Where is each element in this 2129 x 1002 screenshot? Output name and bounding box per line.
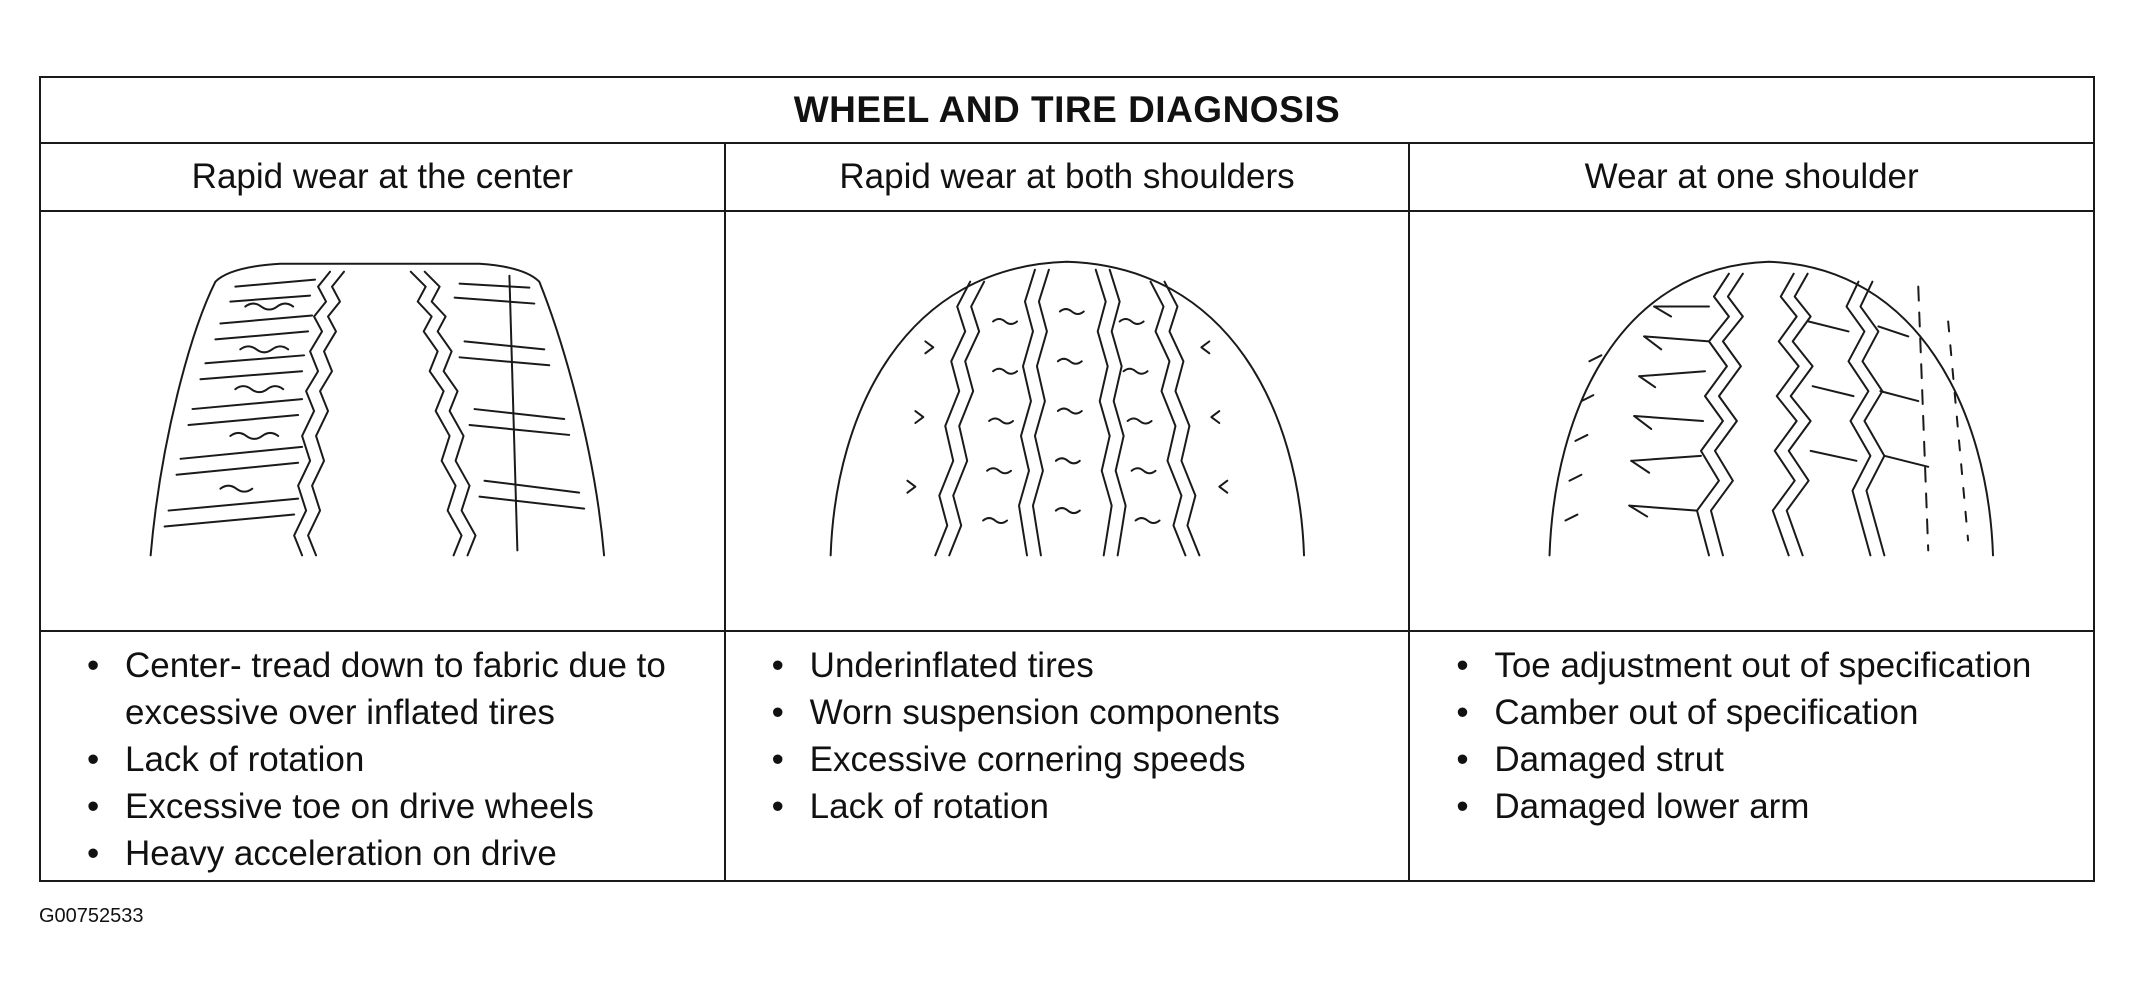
bullet-icon: • <box>771 693 784 732</box>
causes-row: •Center- tread down to fabric due to exc… <box>41 632 2093 880</box>
bullet-icon: • <box>87 740 100 779</box>
causes-cell-shoulders: •Underinflated tires •Worn suspension co… <box>726 632 1411 880</box>
tire-center-wear-icon <box>149 262 606 557</box>
illustration-row <box>41 212 2093 632</box>
causes-cell-center: •Center- tread down to fabric due to exc… <box>41 632 726 880</box>
header-row: Rapid wear at the center Rapid wear at b… <box>41 144 2093 212</box>
bullet-icon: • <box>1456 693 1469 732</box>
causes-list-one-shoulder: •Toe adjustment out of specification •Ca… <box>1454 642 2073 830</box>
bullet-icon: • <box>1456 787 1469 826</box>
illustration-cell-center <box>41 212 726 630</box>
column-heading-center-wear: Rapid wear at the center <box>41 144 726 210</box>
bullet-icon: • <box>1456 646 1469 685</box>
bullet-icon: • <box>771 787 784 826</box>
illustration-cell-one-shoulder <box>1410 212 2093 630</box>
list-item: •Camber out of specification <box>1454 689 2073 736</box>
list-item: •Damaged strut <box>1454 736 2073 783</box>
bullet-icon: • <box>87 787 100 826</box>
list-item: •Lack of rotation <box>85 736 704 783</box>
illustration-cell-shoulders <box>726 212 1411 630</box>
wheel-tire-diagnosis-table: WHEEL AND TIRE DIAGNOSIS Rapid wear at t… <box>39 76 2095 882</box>
column-heading-one-shoulder-wear: Wear at one shoulder <box>1584 157 1919 196</box>
bullet-icon: • <box>87 646 100 685</box>
list-item: •Heavy acceleration on drive <box>85 830 704 877</box>
bullet-icon: • <box>771 646 784 685</box>
list-item: •Excessive toe on drive wheels <box>85 783 704 830</box>
tire-one-shoulder-wear-icon <box>1548 260 1995 557</box>
list-item: •Worn suspension components <box>770 689 1389 736</box>
bullet-icon: • <box>87 834 100 873</box>
tire-shoulder-wear-icon <box>829 260 1305 557</box>
list-item: •Lack of rotation <box>770 783 1389 830</box>
list-item: •Damaged lower arm <box>1454 783 2073 830</box>
list-item: •Excessive cornering speeds <box>770 736 1389 783</box>
causes-list-shoulders: •Underinflated tires •Worn suspension co… <box>770 642 1389 830</box>
causes-list-center: •Center- tread down to fabric due to exc… <box>85 642 704 877</box>
table-title: WHEEL AND TIRE DIAGNOSIS <box>41 78 2093 144</box>
bullet-icon: • <box>1456 740 1469 779</box>
column-heading-shoulder-wear: Rapid wear at both shoulders <box>726 144 1411 210</box>
list-item: •Toe adjustment out of specification <box>1454 642 2073 689</box>
bullet-icon: • <box>771 740 784 779</box>
figure-code: G00752533 <box>39 905 144 927</box>
causes-cell-one-shoulder: •Toe adjustment out of specification •Ca… <box>1410 632 2093 880</box>
list-item: •Underinflated tires <box>770 642 1389 689</box>
list-item: •Center- tread down to fabric due to exc… <box>85 642 704 736</box>
